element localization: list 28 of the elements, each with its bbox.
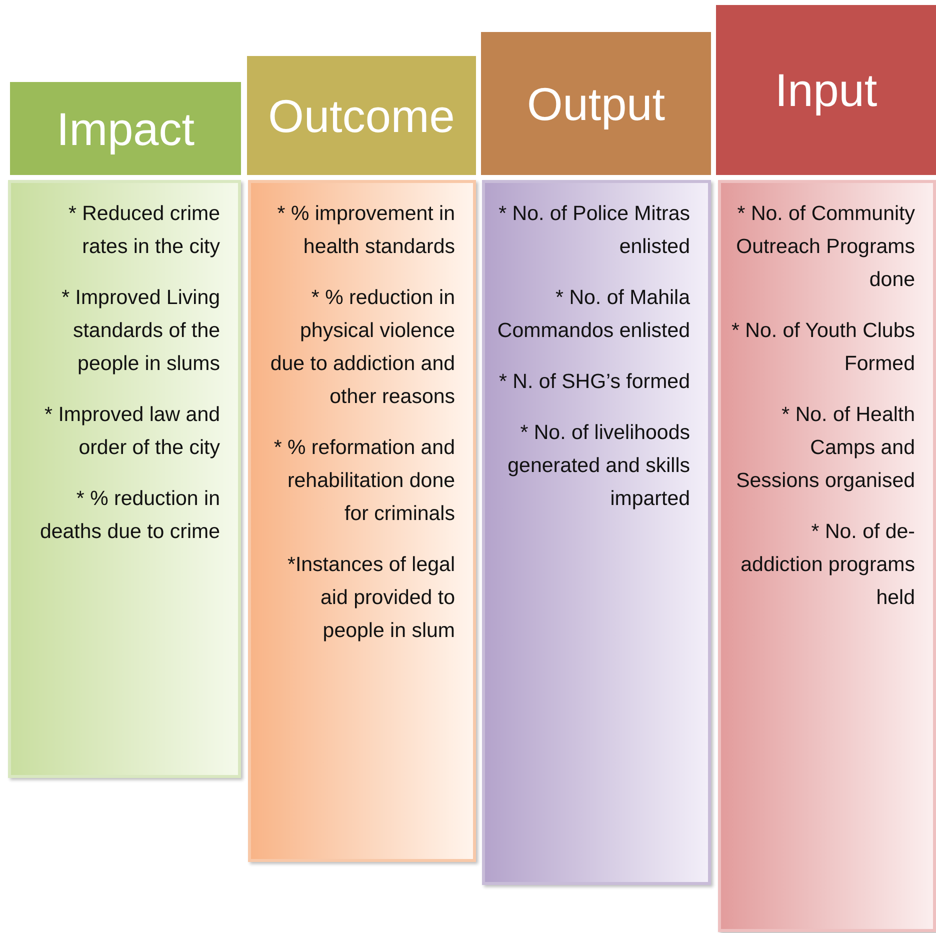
bullet-text: * % reformation and rehabilitation done for criminals (272, 435, 455, 527)
column-heading: Input (774, 63, 878, 117)
bullet-text: * N. of SHG’s formed (498, 369, 690, 395)
bullet-text: * Reduced crime rates in the city (67, 201, 220, 260)
column-panel (8, 180, 241, 778)
column-panel (248, 180, 476, 862)
column-panel (718, 180, 936, 932)
column-heading: Output (526, 76, 666, 130)
bullet-text: * % improvement in health standards (276, 201, 455, 260)
bullet-text: * % reduction in physical violence due to addiction and other reasons (269, 285, 455, 410)
bullet-text: * Improved Living standards of the people in slums (60, 285, 220, 377)
header-box (247, 56, 476, 175)
header-box (10, 82, 241, 175)
column-heading: Outcome (268, 88, 455, 142)
bullet-text: * No. of livelihoods generated and skills imparted (506, 420, 690, 512)
column-heading: Impact (56, 102, 195, 156)
bullet-text: * No. of Mahila Commandos enlisted (496, 285, 690, 344)
header-box (716, 5, 936, 175)
bullet-text: * No. of Health Camps and Sessions organised (735, 402, 915, 494)
bullet-text: * Improved law and order of the city (44, 402, 220, 461)
header-box (481, 32, 711, 175)
bullet-text: * % reduction in deaths due to crime (38, 486, 220, 545)
bullet-text: * No. of Police Mitras enlisted (498, 201, 690, 260)
bullet-text: * No. of Community Outreach Programs done (735, 201, 915, 293)
bullet-text: * No. of Youth Clubs Formed (731, 318, 915, 377)
column-panel (482, 180, 711, 885)
bullet-text: *Instances of legal aid provided to people in slum (286, 552, 455, 644)
bullet-text: * No. of de-addiction programs held (740, 519, 915, 611)
